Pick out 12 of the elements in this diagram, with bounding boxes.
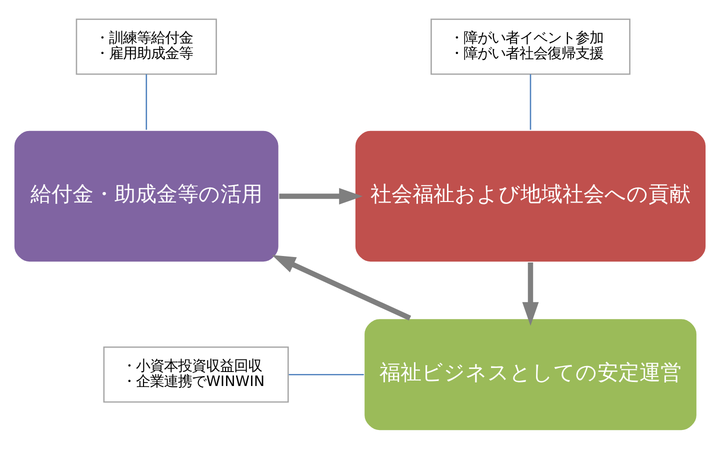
connector [146,74,148,130]
arrow [272,255,412,321]
connector [288,374,364,376]
connector [530,74,532,130]
node-box: ・訓練等給付金 ・雇用助成金等 [76,18,217,75]
node-box: ・小資本投資収益回収 ・企業連携でWINWIN [103,346,289,403]
node-box: 福祉ビジネスとしての安定運営 [363,318,698,432]
arrow [279,188,363,205]
node-box: ・障がい者イベント参加 ・障がい者社会復帰支援 [430,18,630,75]
arrow [522,262,539,326]
node-box: 社会福祉および地域社会への貢献 [354,130,707,263]
node-box: 給付金・助成金等の活用 [13,130,280,263]
